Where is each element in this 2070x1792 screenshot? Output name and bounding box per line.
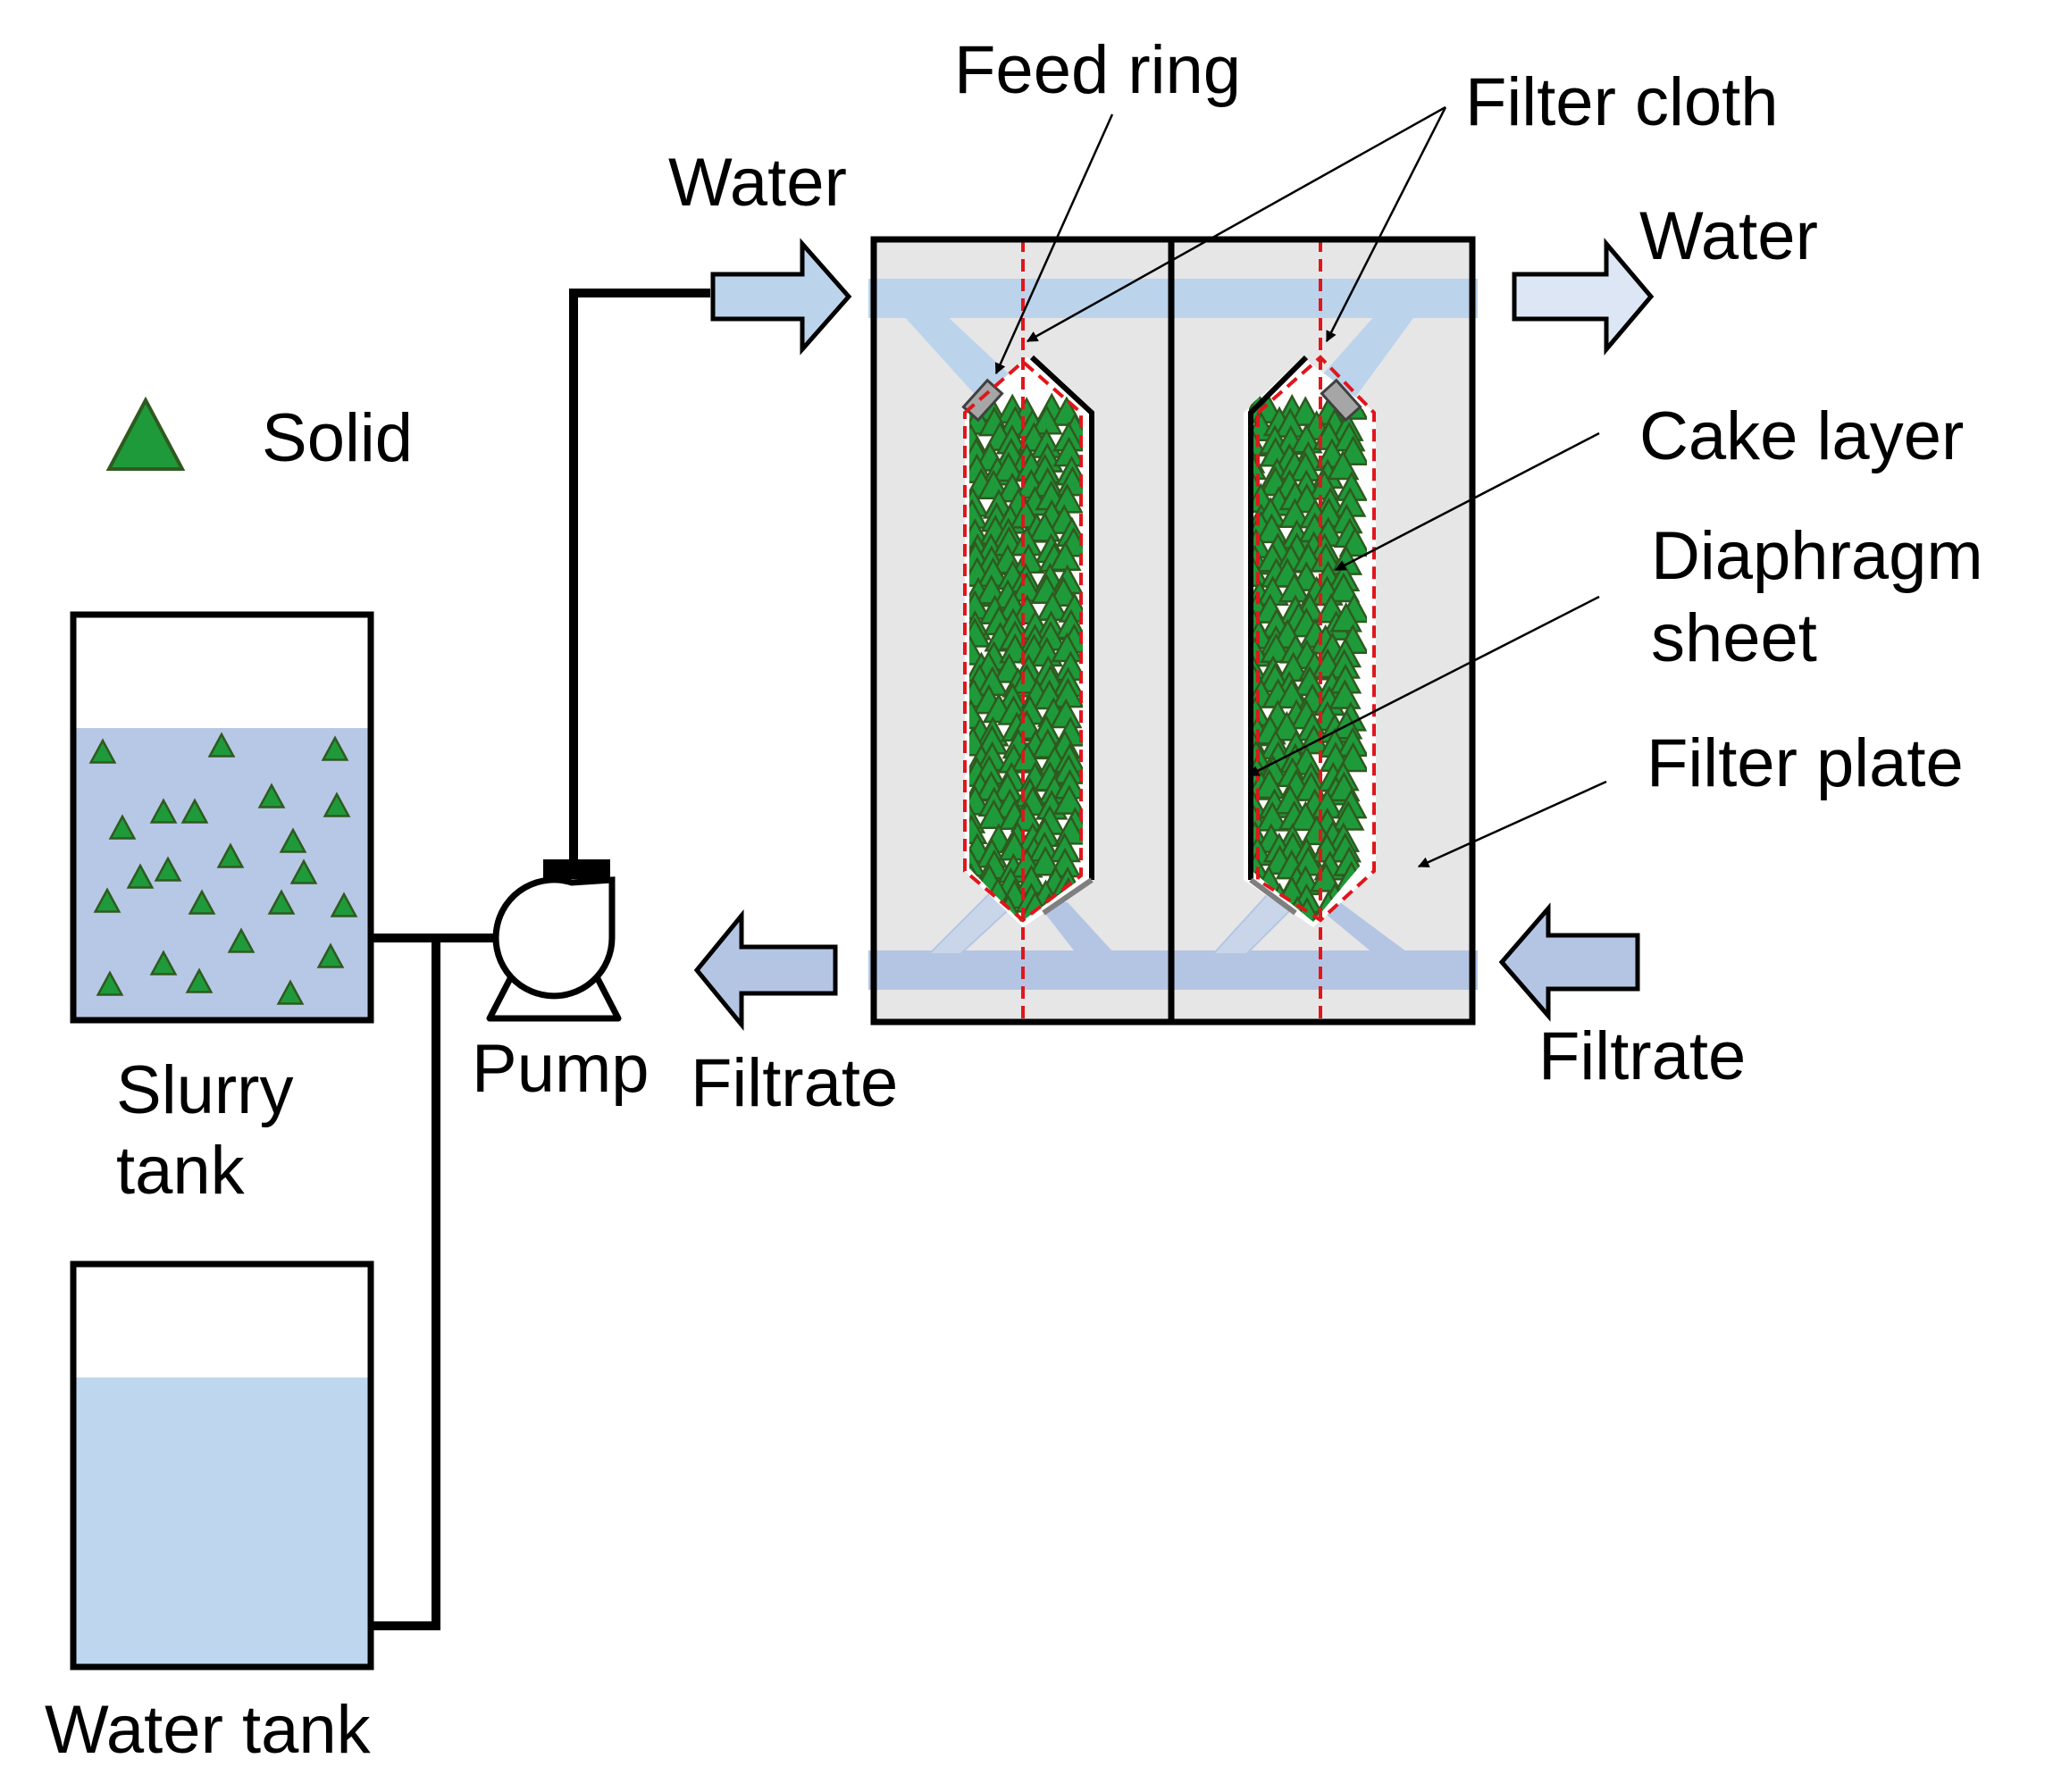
cake-particle (1328, 679, 1362, 709)
cake-particle (1010, 801, 1043, 833)
cake-particle (1327, 572, 1361, 603)
leader-feed-ring (994, 113, 1114, 375)
solid-particle (267, 889, 296, 915)
filter-cloths (963, 239, 1376, 1022)
cake-particle (1329, 601, 1362, 632)
water-liquid (73, 1377, 371, 1667)
label-filter-cloth: Filter cloth (1465, 64, 1779, 140)
labels: Feed ring Filter cloth Water Water Solid… (45, 32, 1983, 1768)
solid-particle (126, 863, 155, 889)
solid-particle (227, 927, 256, 953)
solid-particle (180, 798, 209, 824)
solid-particle (154, 856, 182, 882)
label-diaphragm-line1: Diaphragm (1651, 518, 1983, 594)
block-arrow-icon-filtrate-right (1498, 902, 1640, 1022)
water-tank (70, 1260, 374, 1671)
block-arrow-icon-water-in (710, 238, 852, 356)
cake-particle (1052, 784, 1083, 815)
slurry-tank-outline (70, 611, 374, 1024)
solid-particle (188, 889, 216, 915)
pipe-pump-to-press (569, 289, 710, 867)
filter-press (868, 236, 1478, 1026)
label-filtrate-right: Filtrate (1538, 1018, 1746, 1094)
cake-particle (976, 469, 1010, 499)
solid-particle (207, 732, 236, 758)
leader-filter-cloth-left (1026, 105, 1446, 343)
cake-particle (969, 635, 986, 666)
leader-filter-plate (1417, 780, 1607, 868)
cake-particle (1337, 741, 1367, 773)
leader-cake-layer (1334, 431, 1600, 572)
label-cake-layer: Cake layer (1639, 398, 1964, 474)
solid-particle (330, 892, 358, 917)
slurry-liquid (73, 728, 371, 1020)
pump-discharge (543, 859, 610, 879)
cake-particle (1309, 861, 1343, 892)
cake-layer-right (1249, 389, 1367, 922)
feed-ring-right (1320, 378, 1362, 423)
cake-layer-left (969, 390, 1083, 922)
label-diaphragm-line2: sheet (1651, 600, 1817, 676)
label-water-out: Water (1639, 198, 1818, 274)
solid-particle (289, 858, 318, 884)
solid-particle (88, 738, 117, 764)
solid-particle (93, 887, 122, 913)
solid-particle (96, 970, 124, 996)
solid-particle (321, 735, 349, 761)
label-solid: Solid (262, 400, 413, 476)
leader-lines (994, 105, 1607, 868)
diaphragm-sheets (1029, 355, 1309, 916)
leader-diaphragm-sheet (1247, 595, 1600, 777)
cake-particle (1270, 710, 1303, 741)
solid-particle (316, 942, 345, 968)
label-pump: Pump (472, 1031, 649, 1107)
leader-filter-cloth-right (1325, 106, 1447, 343)
block-arrow-icon-filtrate-left (693, 909, 838, 1031)
cake-particle (1326, 449, 1360, 481)
cake-particle (1331, 800, 1365, 831)
press-frame (870, 236, 1476, 1026)
label-feed-ring: Feed ring (954, 32, 1241, 108)
solid-particle (108, 814, 137, 840)
cake-particle (1028, 511, 1061, 542)
solid-particle (149, 798, 178, 824)
solid-particle (323, 791, 351, 817)
pump-casing (492, 876, 616, 1000)
solid-particle (185, 967, 214, 993)
solid-particle (216, 842, 245, 868)
label-filter-plate: Filter plate (1647, 725, 1964, 801)
label-water-in: Water (668, 145, 847, 221)
cake-particle (1253, 768, 1286, 800)
block-arrow-icon-water-out (1512, 238, 1655, 356)
centrifugal-pump-icon (486, 859, 622, 1022)
cake-particle (977, 799, 1010, 830)
solid-particle (149, 950, 178, 976)
cake-particle (1028, 845, 1062, 876)
solid-particle (279, 827, 307, 853)
label-slurry-line2: tank (116, 1133, 246, 1209)
label-water-tank: Water tank (45, 1692, 372, 1768)
cake-particle (1275, 678, 1309, 709)
solid-particle (257, 783, 286, 808)
label-slurry-line1: Slurry (116, 1052, 293, 1128)
water-tank-outline (70, 1260, 374, 1671)
slurry-particles (88, 732, 358, 1005)
label-filtrate-left: Filtrate (691, 1045, 898, 1121)
pipe-water-to-pump (371, 938, 440, 1630)
solid-legend-icon (105, 396, 186, 471)
solid-particle (276, 979, 305, 1005)
slurry-tank (70, 611, 374, 1024)
